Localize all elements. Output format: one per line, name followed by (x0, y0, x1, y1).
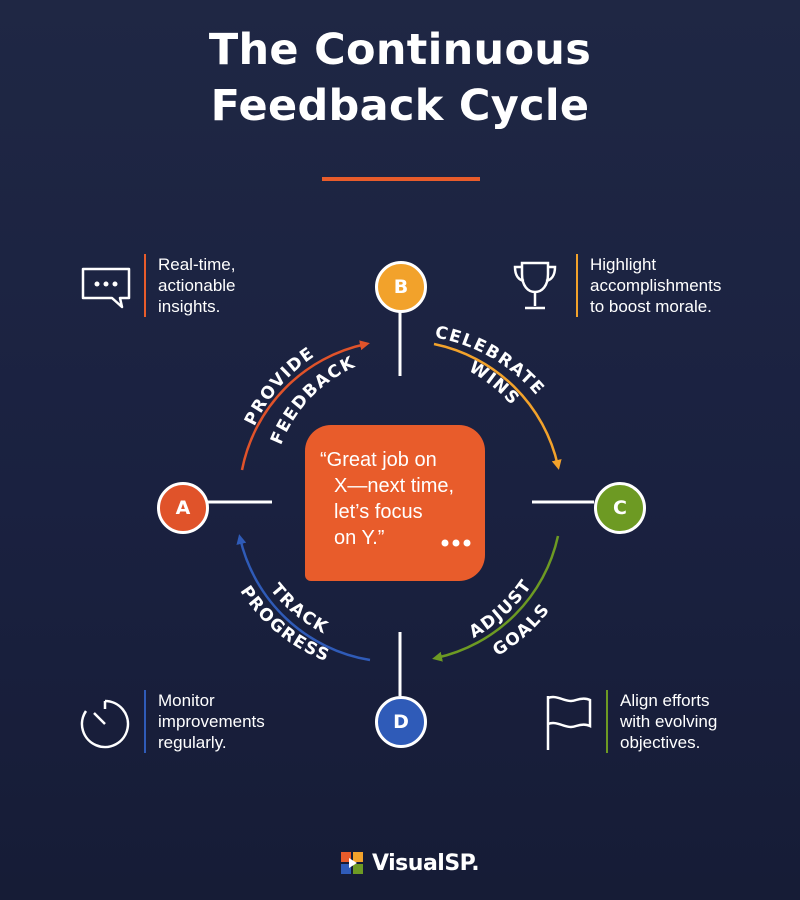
note-bottom-left: Monitor improvements regularly. (144, 690, 318, 753)
arc-b-to-c (433, 342, 562, 470)
ellipsis-icon (441, 539, 471, 547)
note-top-left-line-1: Real-time, (158, 255, 236, 274)
center-quote-line-3: let’s focus (334, 501, 423, 523)
stopwatch-icon (80, 699, 130, 749)
note-bottom-right-line-2: with evolving (620, 712, 718, 731)
title-line-2: Feedback Cycle (210, 81, 590, 131)
visualsp-logo: VisualSP. (338, 849, 480, 877)
center-quote-line-1: “Great job on (320, 449, 437, 471)
node-a-label: A (175, 497, 191, 519)
note-top-right-line-3: to boost morale. (590, 297, 712, 316)
note-top-left-line-2: actionable (158, 276, 236, 295)
center-quote: “Great job on X—next time, let’s focus o… (320, 447, 480, 551)
trophy-icon (513, 261, 557, 310)
note-top-right-line-1: Highlight (590, 255, 657, 274)
node-d-label: D (393, 711, 409, 733)
node-c: C (594, 482, 646, 534)
note-bottom-right-line-1: Align efforts (620, 691, 710, 710)
node-b-label: B (393, 276, 409, 298)
node-c-label: C (613, 497, 627, 519)
title-line-1: The Continuous (208, 25, 592, 75)
arc-d-to-a (236, 534, 371, 662)
center-quote-line-2: X—next time, (334, 475, 455, 497)
node-b: B (375, 261, 427, 313)
chat-bubble-icon (81, 267, 131, 309)
arc-c-to-d (432, 535, 560, 662)
logo-mark-icon (341, 852, 363, 874)
title-underline (322, 177, 480, 181)
note-bottom-right: Align efforts with evolving objectives. (606, 690, 790, 753)
node-d: D (375, 696, 427, 748)
note-top-left-line-3: insights. (158, 297, 221, 316)
note-top-right: Highlight accomplishments to boost moral… (576, 254, 790, 317)
note-top-left: Real-time, actionable insights. (144, 254, 298, 317)
page-title: The Continuous Feedback Cycle (0, 22, 800, 134)
note-bottom-right-line-3: objectives. (620, 733, 701, 752)
center-speech-box (305, 425, 485, 581)
note-bottom-left-line-3: regularly. (158, 733, 227, 752)
note-bottom-left-line-1: Monitor (158, 691, 215, 710)
logo-text: VisualSP. (372, 850, 480, 876)
flag-icon (546, 695, 592, 750)
center-quote-line-4: on Y.” (334, 527, 385, 549)
note-top-right-line-2: accomplishments (590, 276, 722, 295)
note-bottom-left-line-2: improvements (158, 712, 265, 731)
arc-a-to-b (240, 340, 370, 471)
node-a: A (157, 482, 209, 534)
